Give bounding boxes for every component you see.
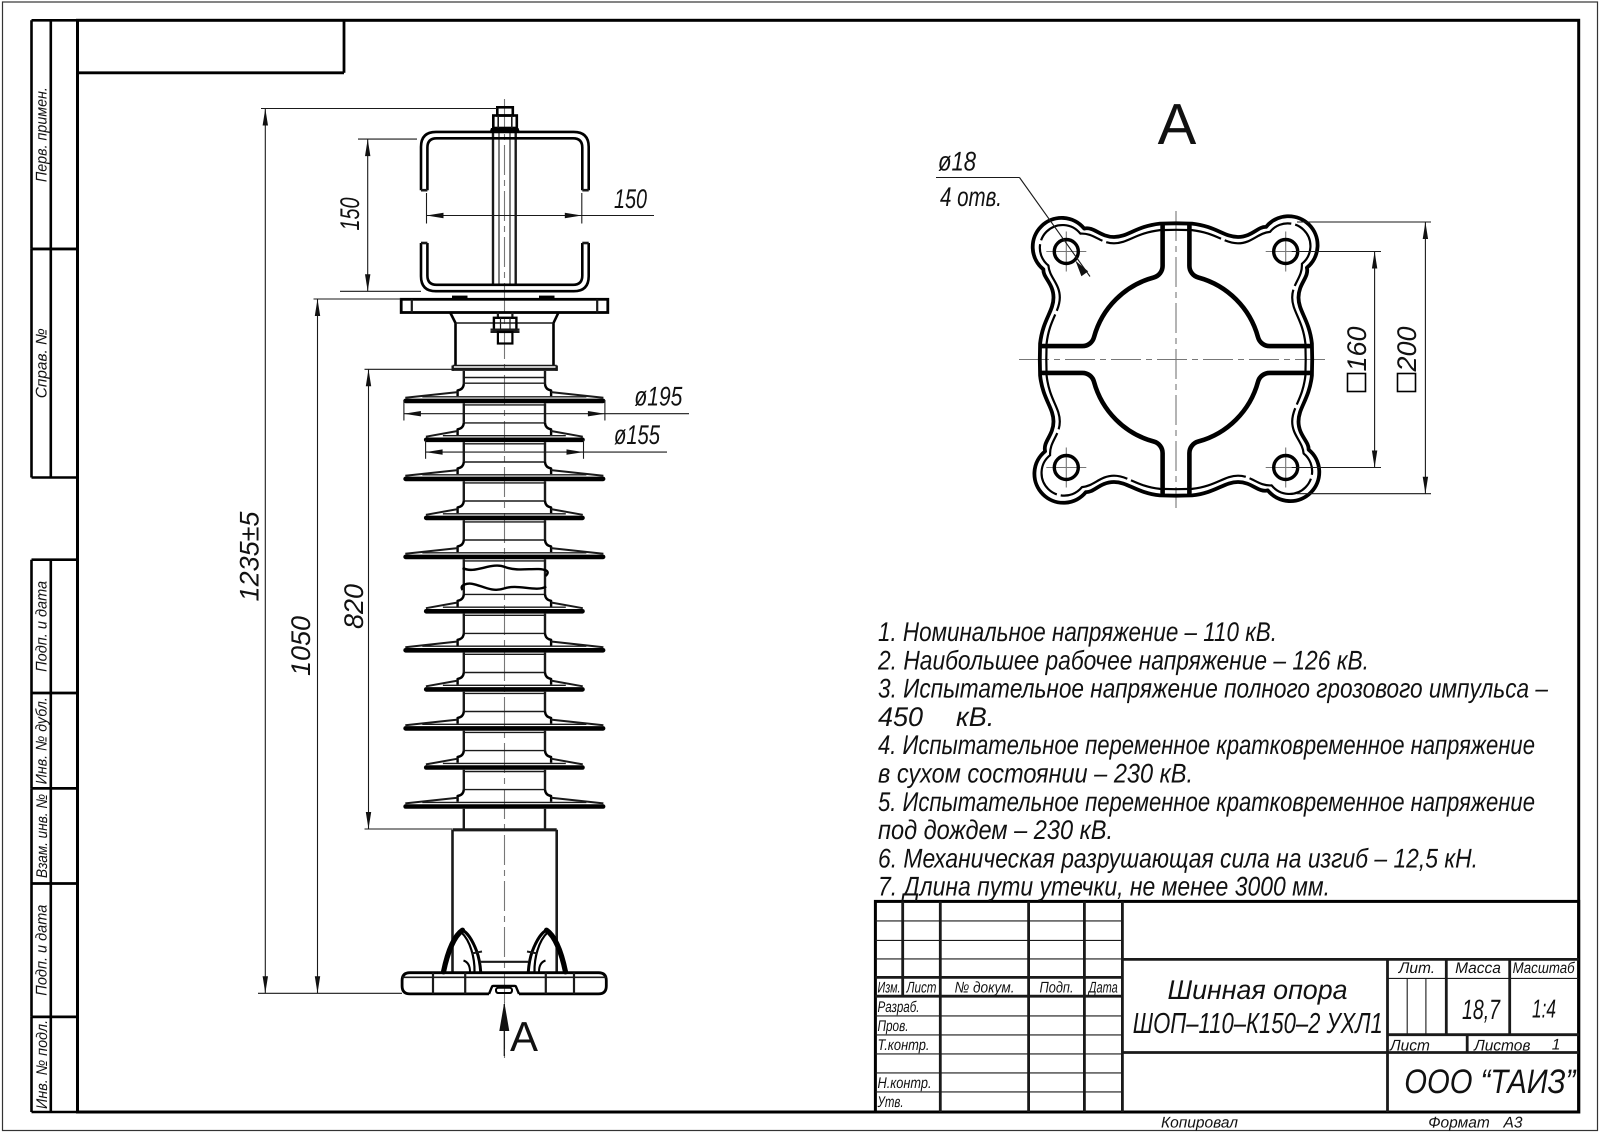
svg-text:Подп. и дата: Подп. и дата (34, 904, 51, 995)
svg-text:Пров.: Пров. (878, 1018, 909, 1035)
svg-text:450: 450 (878, 702, 923, 732)
svg-text:150: 150 (335, 198, 365, 231)
svg-text:№ докум.: № докум. (955, 980, 1015, 997)
svg-text:Подп. и дата: Подп. и дата (34, 581, 51, 672)
svg-text:в сухом состоянии – 230 кВ.: в сухом состоянии – 230 кВ. (878, 759, 1193, 789)
svg-text:4 отв.: 4 отв. (940, 182, 1002, 212)
svg-text:820: 820 (339, 584, 369, 629)
svg-text:18,7: 18,7 (1462, 994, 1501, 1025)
svg-text:6. Механическая разрушающая си: 6. Механическая разрушающая сила на изги… (878, 843, 1478, 873)
svg-text:Масштаб: Масштаб (1513, 960, 1576, 977)
svg-text:Разраб.: Разраб. (878, 999, 920, 1016)
svg-text:1235±5: 1235±5 (235, 511, 265, 602)
svg-text:4. Испытательное переменное кр: 4. Испытательное переменное кратковремен… (878, 730, 1535, 760)
svg-text:Лит.: Лит. (1398, 960, 1435, 977)
svg-text:Формат: Формат (1428, 1115, 1490, 1132)
svg-text:Лист: Лист (1389, 1038, 1430, 1055)
svg-text:Копировал: Копировал (1161, 1115, 1238, 1132)
svg-text:1. Номинальное напряжение – 11: 1. Номинальное напряжение – 110 кВ. (878, 617, 1277, 647)
svg-text:7. Длина пути утечки, не менее: 7. Длина пути утечки, не менее 3000 мм. (878, 872, 1330, 902)
svg-text:5. Испытательное переменное кр: 5. Испытательное переменное кратковремен… (878, 787, 1535, 817)
svg-text:150: 150 (614, 184, 647, 214)
svg-text:ø18: ø18 (938, 147, 976, 177)
svg-text:Инв. № дубл.: Инв. № дубл. (34, 697, 51, 784)
svg-text:Дата: Дата (1087, 980, 1118, 997)
svg-text:Листов: Листов (1473, 1037, 1530, 1054)
svg-text:Взам. инв. №: Взам. инв. № (34, 794, 51, 878)
svg-text:А3: А3 (1503, 1115, 1523, 1132)
svg-text:Масса: Масса (1455, 960, 1501, 977)
svg-text:1050: 1050 (286, 616, 316, 676)
svg-text:Н.контр.: Н.контр. (878, 1075, 932, 1092)
svg-text:кВ.: кВ. (956, 702, 994, 732)
svg-text:А: А (1158, 92, 1197, 157)
svg-text:Шинная опора: Шинная опора (1168, 975, 1348, 1005)
svg-text:под дождем – 230 кВ.: под дождем – 230 кВ. (878, 815, 1113, 845)
svg-text:1:4: 1:4 (1532, 994, 1556, 1024)
svg-text:Подп.: Подп. (1040, 980, 1074, 997)
svg-text:Инв. № подл.: Инв. № подл. (34, 1020, 51, 1109)
svg-text:Лист: Лист (906, 980, 937, 997)
svg-text:Изм.: Изм. (878, 980, 901, 997)
svg-text:Утв.: Утв. (877, 1094, 904, 1111)
svg-text:160: 160 (1342, 326, 1372, 371)
svg-text:ООО “ТАИЗ”: ООО “ТАИЗ” (1404, 1063, 1576, 1101)
svg-text:ШОП–110–К150–2 УХЛ1: ШОП–110–К150–2 УХЛ1 (1133, 1008, 1383, 1040)
svg-text:200: 200 (1392, 326, 1422, 372)
svg-text:ø195: ø195 (634, 381, 683, 411)
svg-text:ø155: ø155 (614, 420, 661, 450)
svg-text:1: 1 (1552, 1037, 1561, 1054)
svg-text:3. Испытательное напряжение по: 3. Испытательное напряжение полного гроз… (878, 674, 1549, 704)
svg-text:Справ. №: Справ. № (34, 328, 51, 398)
svg-text:Т.контр.: Т.контр. (878, 1037, 930, 1054)
svg-text:2. Наибольшее рабочее напряжен: 2. Наибольшее рабочее напряжение – 126 к… (877, 645, 1369, 675)
svg-text:Перв. примен.: Перв. примен. (34, 87, 51, 182)
svg-text:А: А (510, 1013, 538, 1060)
